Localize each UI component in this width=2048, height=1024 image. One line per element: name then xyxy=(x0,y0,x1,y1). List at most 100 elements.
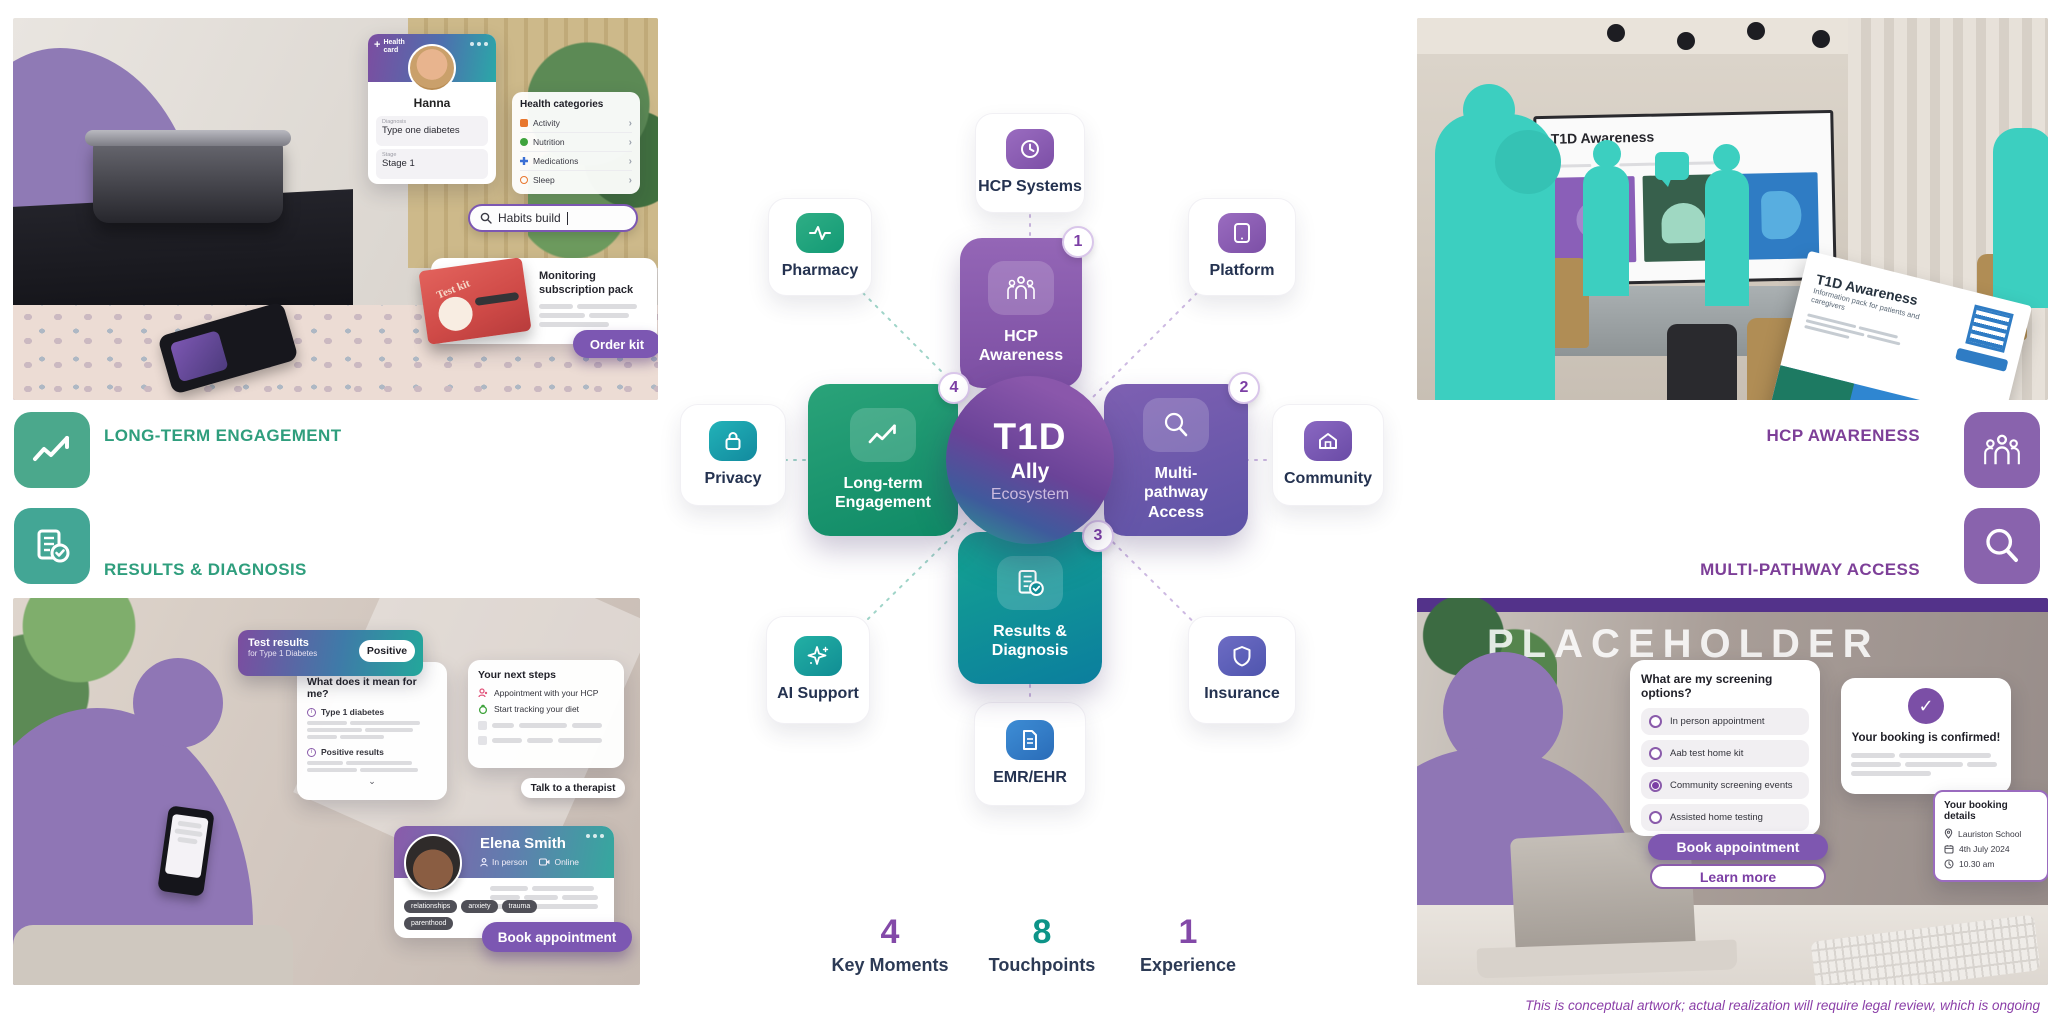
node-multi-pathway-access[interactable]: Multi-pathway Access 2 xyxy=(1104,372,1260,536)
placeholder-text: PLACEHOLDER xyxy=(1487,622,1880,666)
tag[interactable]: parenthood xyxy=(404,917,454,930)
menu-dots-icon[interactable] xyxy=(470,42,488,46)
order-kit-button[interactable]: Order kit xyxy=(573,330,658,358)
placeholder-task xyxy=(478,721,614,730)
node-label: Insurance xyxy=(1204,685,1280,703)
silhouette-person xyxy=(1993,128,2048,308)
test-results-header: Test results for Type 1 Diabetes Positiv… xyxy=(238,630,423,676)
search-icon xyxy=(480,212,492,224)
sleep-icon xyxy=(520,176,528,184)
book-appointment-button[interactable]: Book appointment xyxy=(1648,834,1828,860)
tablet-icon xyxy=(1218,213,1266,254)
placeholder-lines xyxy=(307,721,437,739)
chevron-right-icon: › xyxy=(628,117,632,129)
people-group-icon xyxy=(988,260,1054,315)
tag[interactable]: trauma xyxy=(501,900,538,913)
confirmation-title: Your booking is confirmed! xyxy=(1851,732,2001,744)
stat-key-moments: 4 Key Moments xyxy=(810,915,970,976)
trend-up-icon xyxy=(14,412,90,488)
hub-subtitle: Ally xyxy=(1010,460,1050,483)
node-results-diagnosis[interactable]: Results & Diagnosis 3 xyxy=(958,520,1114,684)
option-label: Community screening events xyxy=(1670,780,1793,791)
health-categories-card: Health categories Activity › Nutrition ›… xyxy=(512,92,640,194)
category-item-sleep[interactable]: Sleep › xyxy=(520,171,632,189)
diagnosis-field[interactable]: Diagnosis Type one diabetes xyxy=(376,116,488,146)
next-step-item[interactable]: Start tracking your diet xyxy=(478,704,614,714)
detail-time: 10.30 am xyxy=(1944,859,2038,869)
node-insurance[interactable]: Insurance xyxy=(1188,616,1296,724)
screening-option[interactable]: Assisted home testing xyxy=(1641,804,1809,831)
meaning-item[interactable]: i Type 1 diabetes xyxy=(307,707,437,717)
chevron-down-icon[interactable]: ⌄ xyxy=(368,776,376,786)
radio-icon[interactable] xyxy=(1649,747,1662,760)
node-label: Results & Diagnosis xyxy=(991,622,1069,659)
badge-1: 1 xyxy=(1062,226,1094,258)
node-hcp-systems[interactable]: HCP Systems xyxy=(975,113,1085,213)
detail-location-value: Lauriston School xyxy=(1958,828,2022,839)
node-emr-ehr[interactable]: EMR/EHR xyxy=(974,702,1086,806)
chevron-right-icon: › xyxy=(628,136,632,148)
clock-icon xyxy=(1944,859,1954,869)
disclaimer-text: This is conceptual artwork; actual reali… xyxy=(1525,998,2040,1013)
radio-icon[interactable] xyxy=(1649,811,1662,824)
next-steps-card: Your next steps Appointment with your HC… xyxy=(468,660,624,768)
meaning-item[interactable]: i Positive results xyxy=(307,747,437,757)
screening-option[interactable]: Community screening events xyxy=(1641,772,1809,799)
therapist-name: Elena Smith xyxy=(480,835,566,852)
next-step-label: Start tracking your diet xyxy=(494,704,580,714)
learn-more-button[interactable]: Learn more xyxy=(1650,864,1826,889)
hub-t1d-ally-ecosystem[interactable]: T1D Ally Ecosystem xyxy=(946,376,1114,544)
node-pharmacy[interactable]: Pharmacy xyxy=(768,198,872,296)
booking-confirmation-card: ✓ Your booking is confirmed! xyxy=(1841,678,2011,794)
option-label: Aab test home kit xyxy=(1670,748,1744,759)
node-label: EMR/EHR xyxy=(993,769,1067,787)
mode-online: Online xyxy=(554,857,580,867)
screening-option[interactable]: Aab test home kit xyxy=(1641,740,1809,767)
node-community[interactable]: Community xyxy=(1272,404,1384,506)
therapist-avatar xyxy=(404,834,462,892)
node-long-term-engagement[interactable]: Long-term Engagement 4 xyxy=(808,372,970,536)
text-cursor xyxy=(566,211,568,225)
screening-option[interactable]: In person appointment xyxy=(1641,708,1809,735)
silhouette-head xyxy=(1593,140,1621,168)
category-item-medications[interactable]: Medications › xyxy=(520,152,632,171)
talk-to-therapist-button[interactable]: Talk to a therapist xyxy=(521,778,625,798)
patient-name: Hanna xyxy=(413,96,451,110)
next-step-item[interactable]: Appointment with your HCP xyxy=(478,688,614,698)
search-value: Habits build xyxy=(498,211,561,225)
radio-icon[interactable] xyxy=(1649,715,1662,728)
clock-icon xyxy=(1006,129,1054,170)
stat-experience: 1 Experience xyxy=(1108,915,1268,976)
speech-bubble-icon xyxy=(1655,152,1689,187)
node-privacy[interactable]: Privacy xyxy=(680,404,786,506)
category-item-activity[interactable]: Activity › xyxy=(520,114,632,133)
calendar-icon xyxy=(1944,845,1954,854)
tag[interactable]: anxiety xyxy=(461,900,498,913)
search-input[interactable]: Habits build xyxy=(468,204,638,232)
screening-title: What are my screening options? xyxy=(1641,672,1773,700)
node-label: Privacy xyxy=(704,470,762,488)
top-purple-bar xyxy=(1417,598,2048,612)
node-ai-support[interactable]: AI Support xyxy=(766,616,870,724)
stat-touchpoints: 8 Touchpoints xyxy=(962,915,1122,976)
node-hcp-awareness[interactable]: HCP Awareness 1 xyxy=(960,226,1094,388)
location-pin-icon xyxy=(1944,828,1953,839)
book-appointment-button[interactable]: Book appointment xyxy=(482,922,632,952)
report-check-icon xyxy=(14,508,90,584)
silhouette-head xyxy=(1713,144,1740,171)
tag[interactable]: relationships xyxy=(404,900,458,913)
radio-selected-icon[interactable] xyxy=(1649,779,1662,792)
video-icon xyxy=(539,858,550,866)
category-label: Activity xyxy=(533,118,560,128)
sparkle-icon xyxy=(794,636,842,677)
stat-value: 8 xyxy=(1032,913,1052,951)
health-categories-title: Health categories xyxy=(520,99,604,110)
menu-dots-icon[interactable] xyxy=(586,834,604,838)
node-label: Platform xyxy=(1209,262,1275,280)
booking-details-title: Your booking details xyxy=(1944,800,2008,822)
stage-field[interactable]: Stage Stage 1 xyxy=(376,149,488,179)
category-item-nutrition[interactable]: Nutrition › xyxy=(520,133,632,152)
node-platform[interactable]: Platform xyxy=(1188,198,1296,296)
scene-test-results: Test results for Type 1 Diabetes Positiv… xyxy=(13,598,640,985)
plus-icon: + xyxy=(374,39,381,51)
